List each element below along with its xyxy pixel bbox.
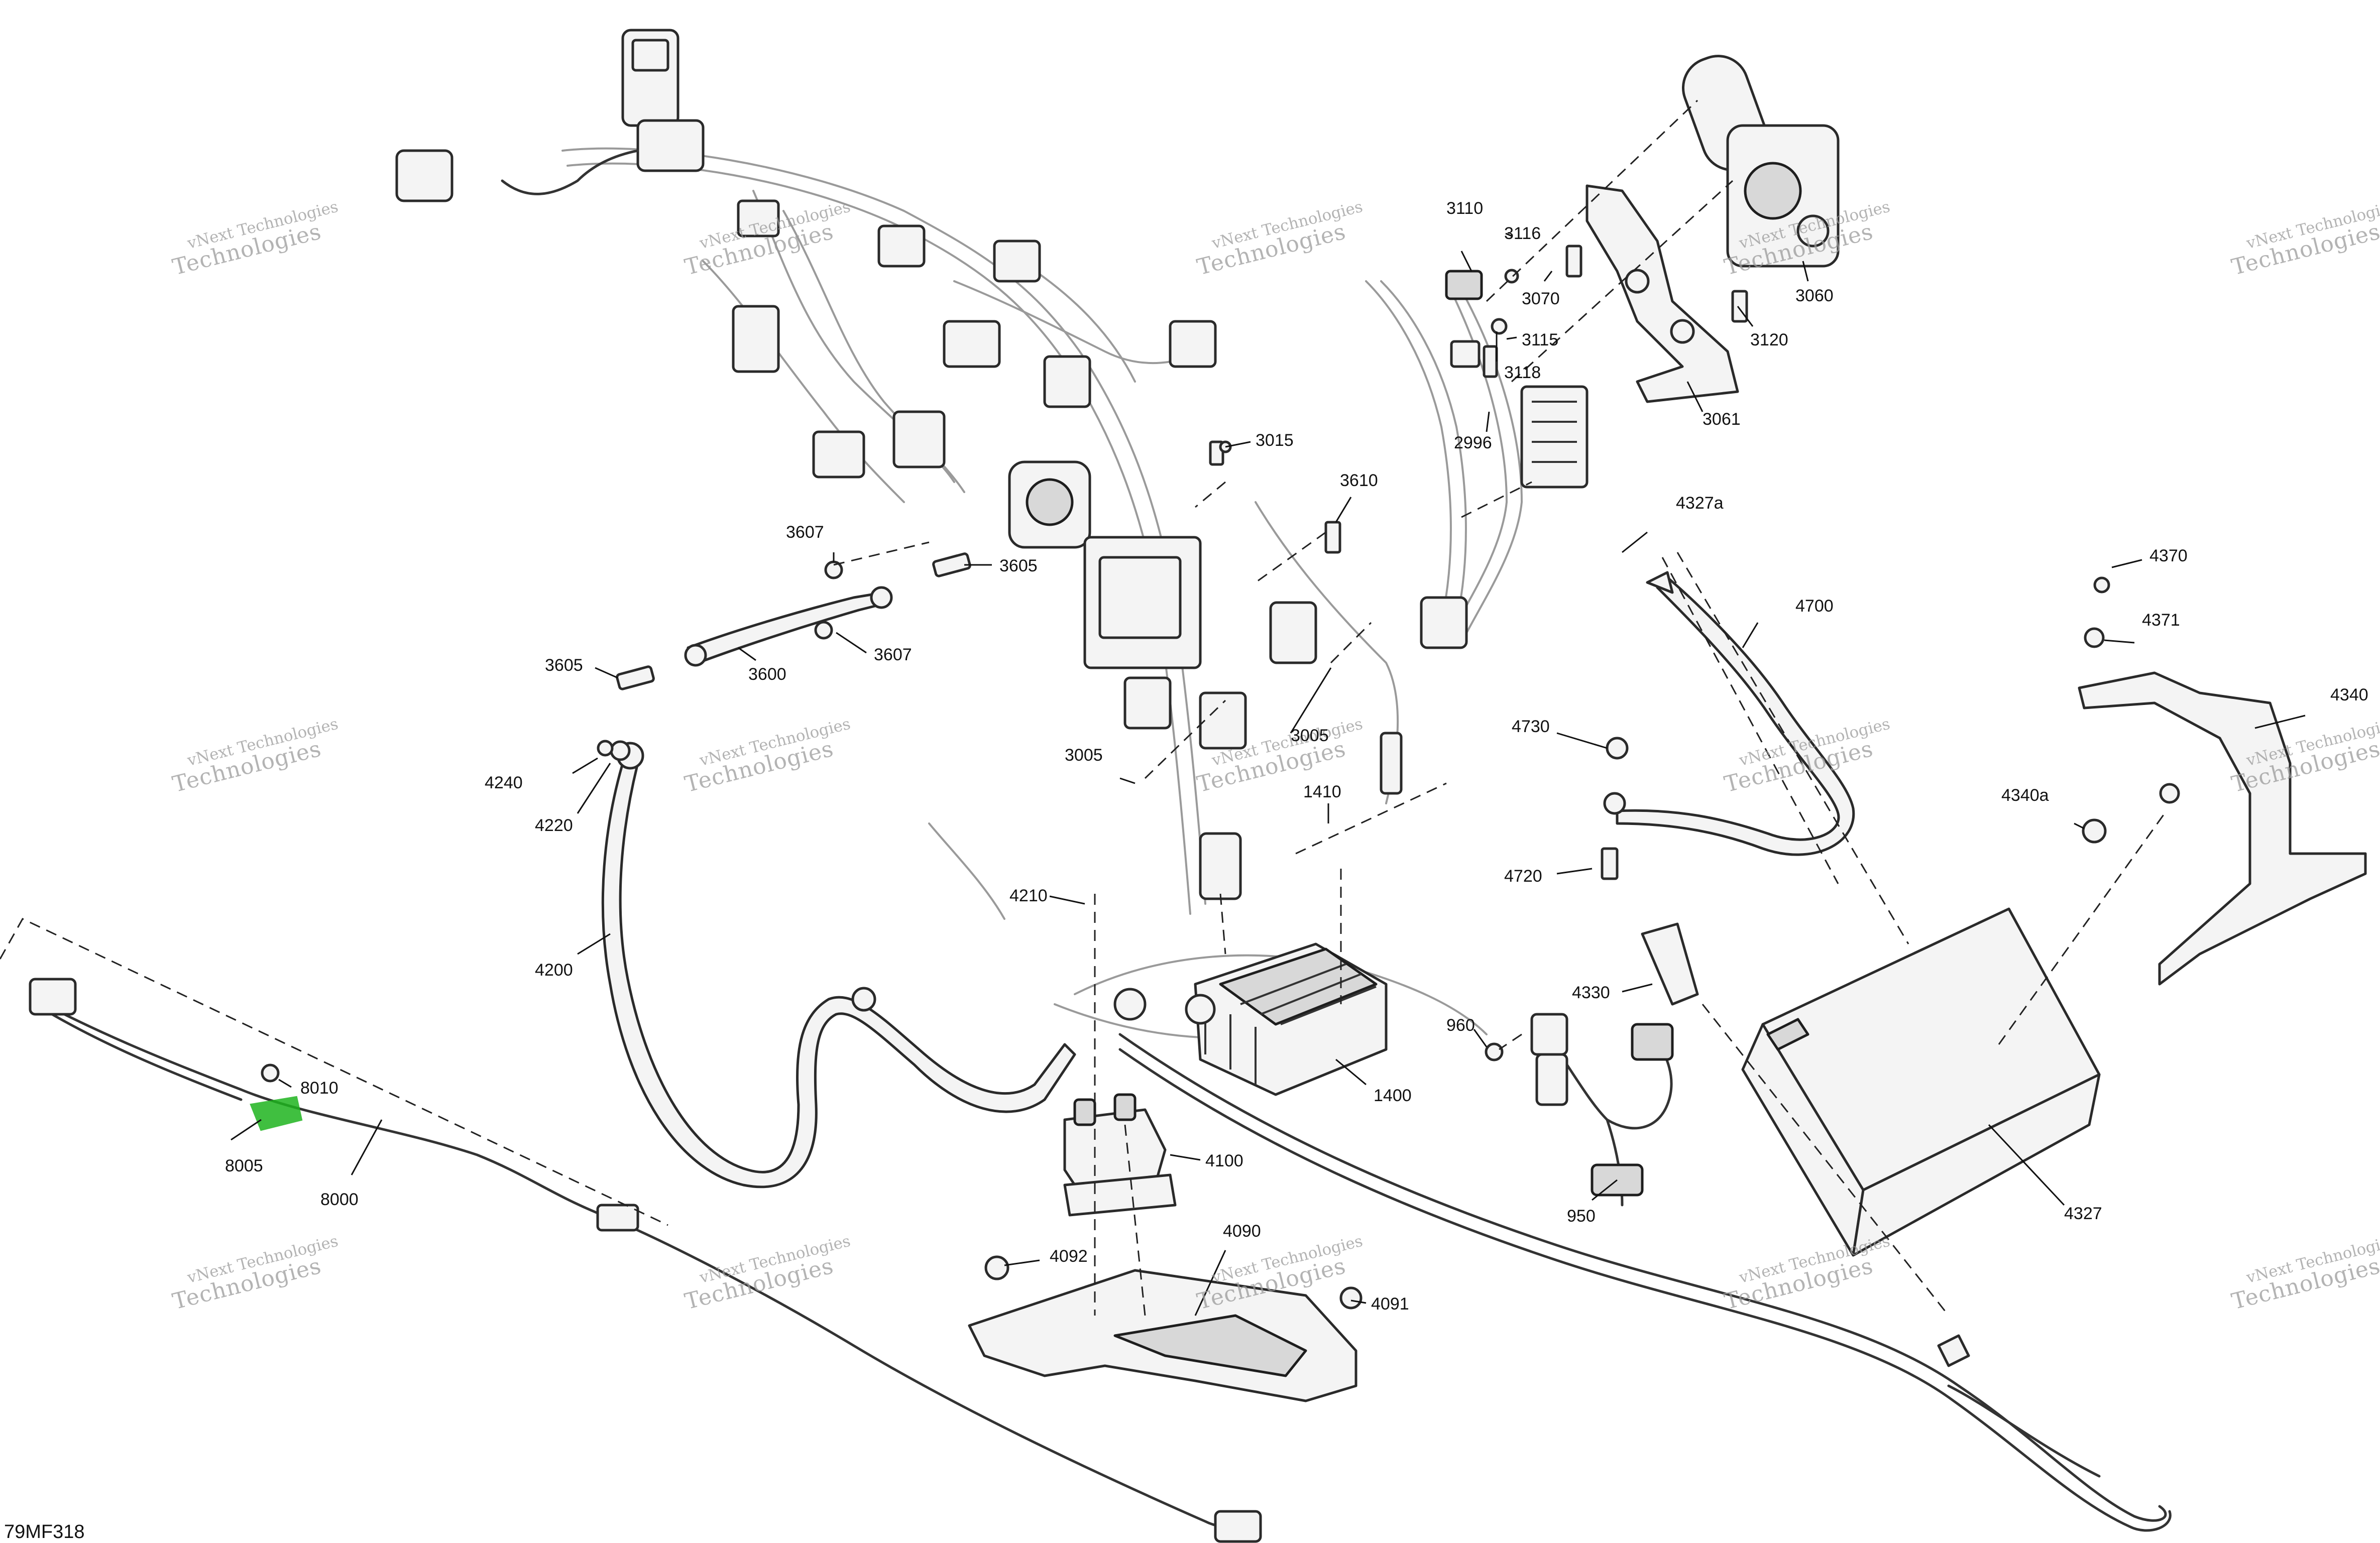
assembly-guide-lines — [0, 99, 2166, 1316]
relay-switches — [1445, 270, 1589, 489]
callout-4327[interactable]: 4327 — [2064, 1204, 2102, 1223]
callout-3118[interactable]: 3118 — [1504, 363, 1541, 382]
callout-3115[interactable]: 3115 — [1522, 330, 1559, 349]
callout-4090[interactable]: 4090 — [1223, 1222, 1261, 1241]
callout-4092[interactable]: 4092 — [1050, 1247, 1088, 1266]
callout-3120[interactable]: 3120 — [1750, 330, 1788, 349]
callout-3110[interactable]: 3110 — [1446, 199, 1484, 218]
callout-3607-upper[interactable]: 3607 — [786, 523, 824, 542]
callout-4730[interactable]: 4730 — [1512, 717, 1550, 736]
callout-4720[interactable]: 4720 — [1504, 867, 1542, 886]
callout-8010[interactable]: 8010 — [300, 1079, 338, 1098]
callout-1400[interactable]: 1400 — [1374, 1086, 1412, 1105]
callout-2996[interactable]: 2996 — [1454, 433, 1492, 452]
starter-solenoid — [1063, 988, 1177, 1217]
accessory-harness — [1485, 1013, 1674, 1207]
callout-3061[interactable]: 3061 — [1703, 410, 1741, 429]
callout-4340[interactable]: 4340 — [2330, 685, 2368, 704]
callout-4370[interactable]: 4370 — [2149, 546, 2188, 565]
callout-3060[interactable]: 3060 — [1795, 286, 1834, 305]
callout-4210[interactable]: 4210 — [1009, 886, 1048, 905]
battery-cable — [597, 740, 1076, 1189]
callout-3610[interactable]: 3610 — [1340, 471, 1378, 490]
battery — [1641, 907, 2101, 1257]
callout-8005[interactable]: 8005 — [225, 1156, 263, 1175]
callout-950[interactable]: 950 — [1567, 1207, 1596, 1226]
callout-1410[interactable]: 1410 — [1303, 782, 1341, 801]
callout-3605-right[interactable]: 3605 — [999, 556, 1038, 575]
callout-4340a[interactable]: 4340a — [2001, 786, 2049, 805]
voltage-regulator — [1185, 942, 1388, 1096]
callout-4700[interactable]: 4700 — [1795, 597, 1834, 616]
actuator-assembly — [1681, 55, 1840, 268]
actuator-bracket — [1585, 184, 1739, 403]
callout-4327a[interactable]: 4327a — [1676, 494, 1724, 513]
figure-code: 79MF318 — [4, 1521, 85, 1542]
lower-main-harness — [1118, 1033, 2172, 1532]
callout-3605-left[interactable]: 3605 — [545, 656, 583, 675]
callout-3005-left[interactable]: 3005 — [1065, 746, 1103, 765]
callout-4100[interactable]: 4100 — [1205, 1151, 1243, 1170]
harness-connectors — [395, 29, 1468, 900]
callout-4200[interactable]: 4200 — [535, 961, 573, 980]
battery-holder — [2078, 576, 2367, 986]
solenoid-bracket — [968, 1255, 1363, 1402]
callout-4091[interactable]: 4091 — [1371, 1294, 1409, 1314]
callout-3015[interactable]: 3015 — [1256, 431, 1294, 450]
callout-3116[interactable]: 3116 — [1504, 224, 1541, 243]
callout-4220[interactable]: 4220 — [535, 816, 573, 835]
callout-leaders — [231, 232, 2306, 1316]
ground-strap — [616, 552, 971, 690]
callout-4330[interactable]: 4330 — [1572, 983, 1610, 1002]
battery-positive-cable — [1601, 571, 1855, 880]
callout-3070[interactable]: 3070 — [1522, 289, 1560, 308]
callout-3607-lower[interactable]: 3607 — [874, 645, 912, 664]
callout-960[interactable]: 960 — [1446, 1016, 1475, 1035]
small-fasteners-top — [1209, 245, 1748, 554]
callout-3005-right[interactable]: 3005 — [1291, 726, 1329, 745]
callout-8000[interactable]: 8000 — [320, 1190, 359, 1209]
lower-left-harness — [29, 978, 1262, 1543]
callout-3600[interactable]: 3600 — [748, 665, 786, 684]
callout-4371[interactable]: 4371 — [2142, 611, 2180, 630]
callout-4240[interactable]: 4240 — [485, 773, 523, 792]
